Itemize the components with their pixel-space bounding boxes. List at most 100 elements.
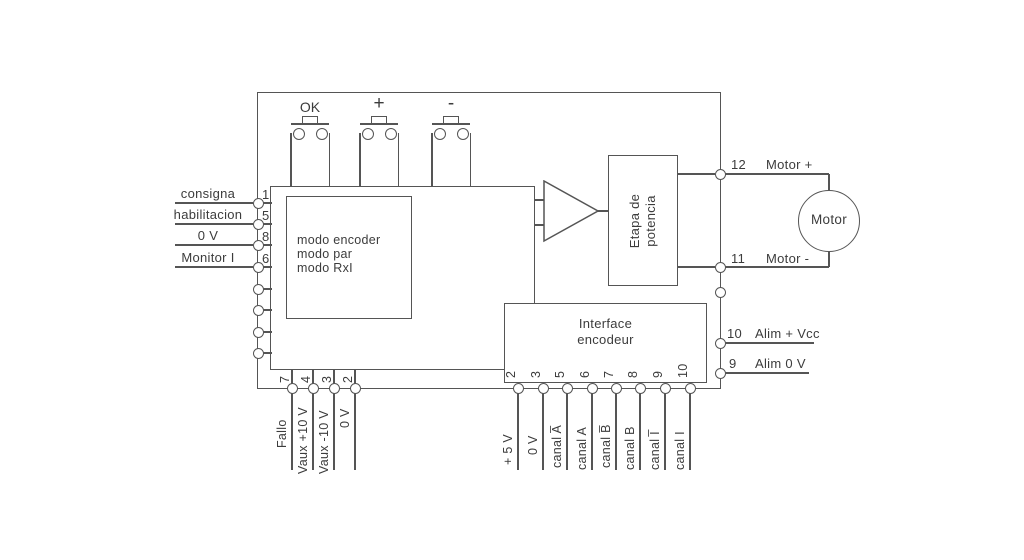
plus-button-label: + [373, 93, 385, 114]
power-stage-label: Etapa de potencia [627, 193, 658, 249]
pin-number: 6 [262, 251, 270, 266]
pin-label: Vaux +10 V [296, 406, 310, 474]
wire [431, 133, 433, 187]
minus-button-contact-left [433, 127, 446, 140]
pin-label: Motor - [766, 251, 810, 266]
wire [615, 393, 617, 470]
pin-number: 12 [731, 157, 747, 172]
pin-number: 1 [262, 187, 270, 202]
mode-rxi-label: modo RxI [297, 261, 353, 275]
pin-number: 5 [553, 370, 567, 378]
plus-button-bar [360, 123, 398, 125]
encoder-terminal [537, 382, 549, 394]
pin-label: consigna [180, 186, 236, 201]
wire [534, 199, 544, 201]
amplifier-icon [543, 180, 600, 243]
power-stage-box [608, 155, 678, 286]
wire [175, 223, 253, 225]
pin-label: canal A̅ [550, 424, 564, 468]
wire [312, 369, 314, 384]
encoder-terminal [684, 382, 696, 394]
wire [664, 393, 666, 470]
mode-encoder-label: modo encoder [297, 233, 381, 247]
wire [333, 369, 335, 384]
pin-label: canal I [673, 431, 687, 470]
encoder-terminal [634, 382, 646, 394]
terminal-9 [714, 367, 726, 379]
ok-button-bar [291, 123, 329, 125]
wire [328, 133, 330, 187]
pin-label: canal B̅ [599, 424, 613, 468]
wire [725, 372, 809, 374]
pin-label: Motor + [766, 157, 813, 172]
terminal-unlabeled-right [714, 286, 726, 298]
wire [689, 393, 691, 470]
wire [263, 352, 272, 354]
encoder-interface-label: Interface encodeur [577, 316, 634, 347]
mode-list: modo encoder modo par modo RxI [297, 233, 381, 275]
terminal-unlabeled-left [252, 326, 264, 338]
wire [359, 133, 361, 187]
pin-label: Vaux -10 V [317, 410, 331, 474]
pin-label: habilitacion [173, 207, 243, 222]
wire [333, 393, 335, 470]
terminal-unlabeled-left [252, 283, 264, 295]
pin-label: 0 V [197, 228, 219, 243]
pin-number: 3 [320, 375, 334, 383]
pin-number: 4 [299, 375, 313, 383]
wire [263, 266, 272, 268]
pin-number: 7 [278, 375, 292, 383]
ok-button-label: OK [299, 99, 321, 115]
wire [354, 393, 356, 470]
encoder-terminal [512, 382, 524, 394]
pin-label: Alim + Vcc [755, 326, 820, 341]
terminal-1 [252, 197, 264, 209]
pin-number: 11 [731, 251, 746, 266]
pin-label: Alim 0 V [755, 356, 806, 371]
wire [263, 309, 272, 311]
terminal-6 [252, 261, 264, 273]
pin-number: 8 [262, 229, 270, 244]
pin-label: canal A [575, 426, 589, 470]
ok-button-contact-left [292, 127, 305, 140]
wire [175, 202, 253, 204]
wire [591, 393, 593, 470]
wire [828, 252, 830, 267]
pin-label: Fallo [275, 419, 289, 448]
wire [263, 202, 272, 204]
wire [291, 393, 293, 470]
pin-number: 8 [626, 370, 640, 378]
wire [290, 133, 292, 187]
wire [175, 266, 253, 268]
pin-label: + 5 V [501, 433, 515, 465]
terminal-4 [307, 382, 319, 394]
pin-number: 7 [602, 370, 616, 378]
pin-number: 5 [262, 208, 270, 223]
motor-circle: Motor [798, 190, 860, 252]
encoder-interface-box [504, 303, 707, 383]
minus-button-contact-right [456, 127, 469, 140]
plus-button-contact-left [361, 127, 374, 140]
terminal-8 [252, 239, 264, 251]
control-block-box [270, 186, 535, 370]
wire [312, 393, 314, 470]
plus-button-cap [371, 116, 387, 125]
wire [263, 244, 272, 246]
wire [566, 393, 568, 470]
wire [354, 369, 356, 384]
encoder-terminal [561, 382, 573, 394]
pin-number: 2 [341, 375, 355, 383]
terminal-unlabeled-left [252, 347, 264, 359]
wire [677, 266, 715, 268]
wire [725, 173, 829, 175]
minus-button-cap [443, 116, 459, 125]
pin-label: 0 V [526, 435, 540, 455]
wire [263, 288, 272, 290]
wire [542, 393, 544, 470]
plus-button-contact-right [384, 127, 397, 140]
mode-par-label: modo par [297, 247, 353, 261]
pin-number: 9 [651, 370, 665, 378]
motor-label: Motor [810, 212, 847, 227]
terminal-unlabeled-left [252, 304, 264, 316]
pin-number: 10 [676, 363, 690, 378]
